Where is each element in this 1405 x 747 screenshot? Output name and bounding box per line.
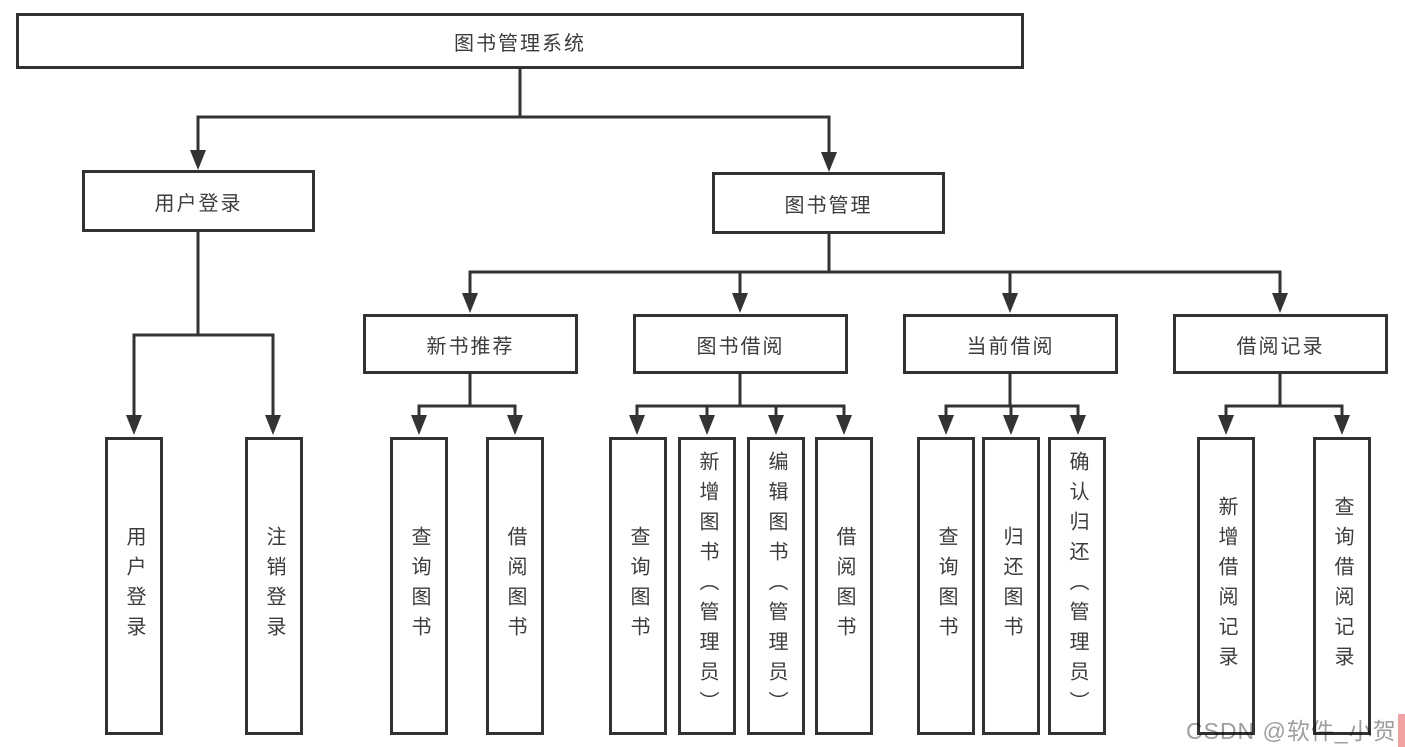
leaf-user-login-label: 用户登录 [123,526,145,646]
leaf-query-books-2-label: 查询图书 [627,526,649,646]
node-new-book-recommend: 新书推荐 [363,314,578,374]
leaf-add-borrow-record: 新增借阅记录 [1197,437,1255,735]
csdn-watermark: CSDN @软件_小贺同学 [1186,718,1405,744]
node-user-login: 用户登录 [82,170,315,232]
leaf-query-books-3: 查询图书 [917,437,975,735]
node-borrowing-records-label: 借阅记录 [1236,335,1325,358]
leaf-borrow-books-1-label: 借阅图书 [504,526,526,646]
leaf-confirm-return-admin-label: 确认归还（管理员） [1066,451,1088,721]
leaf-borrow-books-1: 借阅图书 [486,437,544,735]
leaf-return-books: 归还图书 [982,437,1040,735]
node-current-borrowing: 当前借阅 [903,314,1118,374]
corner-accent-bar [1398,714,1405,747]
node-new-book-recommend-label: 新书推荐 [426,335,515,358]
leaf-return-books-label: 归还图书 [1000,526,1022,646]
leaf-borrow-books-2: 借阅图书 [815,437,873,735]
node-root-system: 图书管理系统 [16,13,1024,69]
leaf-query-books-2: 查询图书 [609,437,667,735]
leaf-confirm-return-admin: 确认归还（管理员） [1048,437,1106,735]
node-book-borrowing-label: 图书借阅 [696,335,785,358]
node-user-login-label: 用户登录 [154,192,243,215]
leaf-query-books-1-label: 查询图书 [408,526,430,646]
leaf-query-books-3-label: 查询图书 [935,526,957,646]
leaf-add-borrow-record-label: 新增借阅记录 [1215,496,1237,676]
node-book-borrowing: 图书借阅 [633,314,848,374]
leaf-user-login: 用户登录 [105,437,163,735]
leaf-query-borrow-record: 查询借阅记录 [1313,437,1371,735]
node-current-borrowing-label: 当前借阅 [966,335,1055,358]
leaf-query-borrow-record-label: 查询借阅记录 [1331,496,1353,676]
arrowheads [126,150,1350,435]
node-root-label: 图书管理系统 [454,32,586,55]
node-borrowing-records: 借阅记录 [1173,314,1388,374]
leaf-edit-book-admin-label: 编辑图书（管理员） [765,451,787,721]
leaf-query-books-1: 查询图书 [390,437,448,735]
leaf-add-book-admin: 新增图书（管理员） [678,437,736,735]
leaf-logout: 注销登录 [245,437,303,735]
leaf-borrow-books-2-label: 借阅图书 [833,526,855,646]
leaf-add-book-admin-label: 新增图书（管理员） [696,451,718,721]
node-book-management-label: 图书管理 [784,194,873,217]
node-book-management: 图书管理 [712,172,945,234]
leaf-logout-label: 注销登录 [263,526,285,646]
leaf-edit-book-admin: 编辑图书（管理员） [747,437,805,735]
